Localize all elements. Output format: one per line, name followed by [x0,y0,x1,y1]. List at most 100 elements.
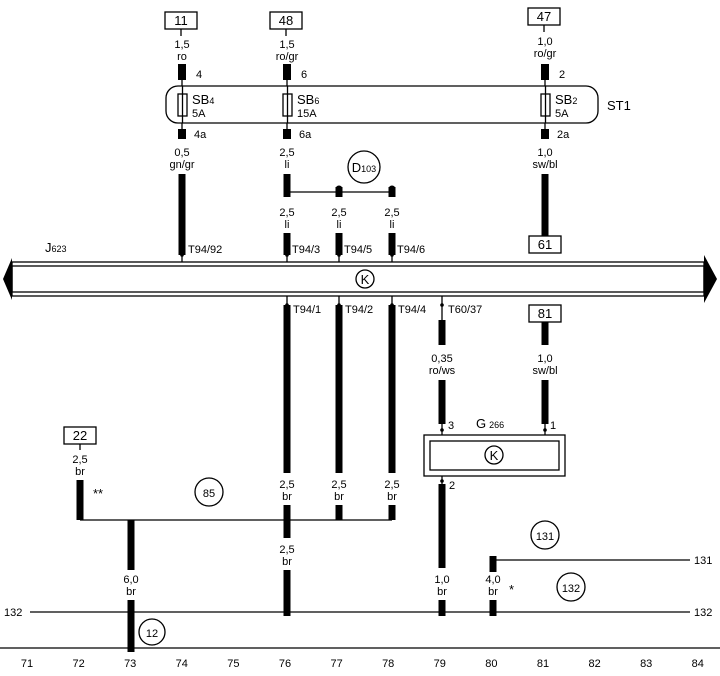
fuse-pin-bottom: 6a [299,129,312,141]
track-number: 84 [692,658,704,670]
module-symbol-circle [355,269,375,289]
wire-label-color: br [387,491,397,503]
wire-label-size: 2,5 [331,479,346,491]
wire-label-color: br [282,491,292,503]
track-number: 80 [485,658,497,670]
fuse-sb4-name: SB4 [192,92,214,107]
ground-point-132 [556,572,586,602]
wire-footnote-mark: ** [93,486,103,501]
wire-label-color: br [282,556,292,568]
sensor-g266-outer [423,434,566,477]
wire-label-color: sw/bl [532,159,557,171]
wire-label-size: 2,5 [331,207,346,219]
wire-label-size: 6,0 [123,574,138,586]
module-pin-bottom: T60/37 [448,304,482,316]
connector-stub [283,129,291,139]
ground-point-85 [194,477,224,507]
connector-stub [283,64,291,80]
splice-d103-circle [347,150,381,184]
wire-footnote-mark: * [509,582,514,597]
wire-label-size: 0,5 [174,147,189,159]
track-number: 76 [279,658,291,670]
module-pin-bottom: T94/4 [398,304,426,316]
pin-dot [440,479,444,483]
fuse-pin-bottom: 4a [194,129,207,141]
fuse-sb6-name: SB6 [297,92,319,107]
wire-label-color: br [334,491,344,503]
module-symbol: K [361,272,370,287]
track-number: 81 [537,658,549,670]
terminal-11-label: 11 [174,13,188,28]
wire-label-color: li [390,219,395,231]
sensor-pin-bottom: 2 [449,480,455,492]
arrow-left-icon [3,258,12,300]
line-131-label: 131 [694,555,712,567]
ground-point-131 [530,520,560,550]
track-number: 74 [176,658,188,670]
wire-label-color: br [75,466,85,478]
splice-dot [388,185,396,193]
fuse-pin-bottom: 2a [557,129,570,141]
track-number: 72 [72,658,84,670]
sensor-symbol-circle [484,445,504,465]
module-j623-outer [11,261,705,297]
splice-d103-label: D103 [352,160,376,175]
wire-label-color: ro/gr [276,51,299,63]
terminal-47-label: 47 [537,9,551,24]
pin-dot [180,253,184,257]
pin-dot [285,253,289,257]
module-j623-inner [11,265,705,293]
connector-stub [178,129,186,139]
fuse-pin-top: 2 [559,69,565,81]
connector-stub [541,129,549,139]
module-pin-bottom: T94/1 [293,304,321,316]
terminal-61-label: 61 [538,237,552,252]
track-number: 75 [227,658,239,670]
sensor-g266-inner [429,440,560,471]
wire-label-color: br [437,586,447,598]
track-number: 79 [434,658,446,670]
splice-dot [335,185,343,193]
module-pin-top: T94/3 [292,244,320,256]
ground-point-12 [138,618,166,646]
fuse-sb2-name: SB2 [555,92,577,107]
wire-label-color: sw/bl [532,365,557,377]
fuse-block-name: ST1 [607,98,631,113]
connector-stub [178,64,186,80]
terminal-48-label: 48 [279,13,293,28]
sensor-pin-left: 3 [448,420,454,432]
wire-label-size: 2,5 [279,544,294,556]
fuse-sb4-rating: 5A [192,108,206,120]
wire-label-size: 2,5 [72,454,87,466]
wire-label-color: ro/ws [429,365,456,377]
track-number: 82 [588,658,600,670]
pin-dot [337,253,341,257]
wire-label-color: gn/gr [169,159,194,171]
module-pin-top: T94/6 [397,244,425,256]
wire-label-size: 2,5 [384,207,399,219]
wire-label-color: li [285,219,290,231]
module-pin-top: T94/92 [188,244,222,256]
fuse-sb6-rating: 15A [297,108,317,120]
pin-dot [390,253,394,257]
connector-stub [541,64,549,80]
wire-label-color: li [285,159,290,171]
wire-label-size: 4,0 [485,574,500,586]
wire-label-size: 1,5 [279,39,294,51]
wire-label-color: li [337,219,342,231]
sensor-pin-right: 1 [550,420,556,432]
wire-label-size: 2,5 [279,147,294,159]
track-number: 71 [21,658,33,670]
line-132-left-label: 132 [4,607,22,619]
fuse-sb2-rating: 5A [555,108,569,120]
wire-label-color: br [126,586,136,598]
sensor-symbol: K [490,448,499,463]
ground-point-131-label: 131 [536,531,554,543]
terminal-22-label: 22 [73,428,87,443]
wire-label-color: ro [177,51,187,63]
terminal-81-label: 81 [538,306,552,321]
fuse-block-st1 [165,85,599,124]
